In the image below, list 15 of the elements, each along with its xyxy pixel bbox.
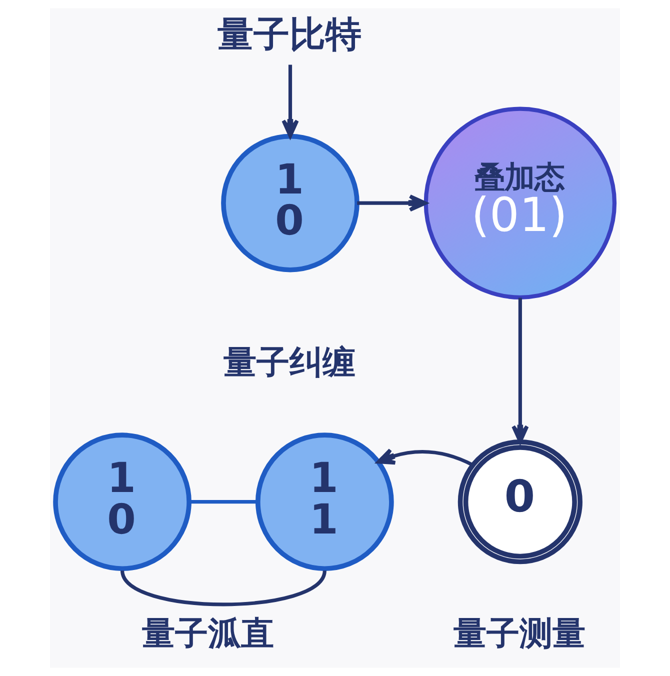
node-circle: 1 0 [53, 432, 192, 572]
arrow [357, 194, 428, 212]
arrow [512, 298, 529, 444]
node-circle: 叠加态 (01) [424, 106, 617, 300]
label: 量子纠缠 [223, 342, 356, 382]
label: 量子泒直 [142, 614, 274, 653]
node-label: 量子测量 [453, 614, 586, 653]
connector [190, 500, 258, 504]
node-circle: 1 1 [255, 432, 394, 572]
node-text: 量子比特 [217, 14, 362, 56]
node-circle: 1 0 [221, 134, 360, 272]
connector [120, 570, 326, 606]
arrow [376, 448, 474, 467]
node-circle: 0 [458, 440, 582, 564]
arrow [282, 64, 299, 138]
